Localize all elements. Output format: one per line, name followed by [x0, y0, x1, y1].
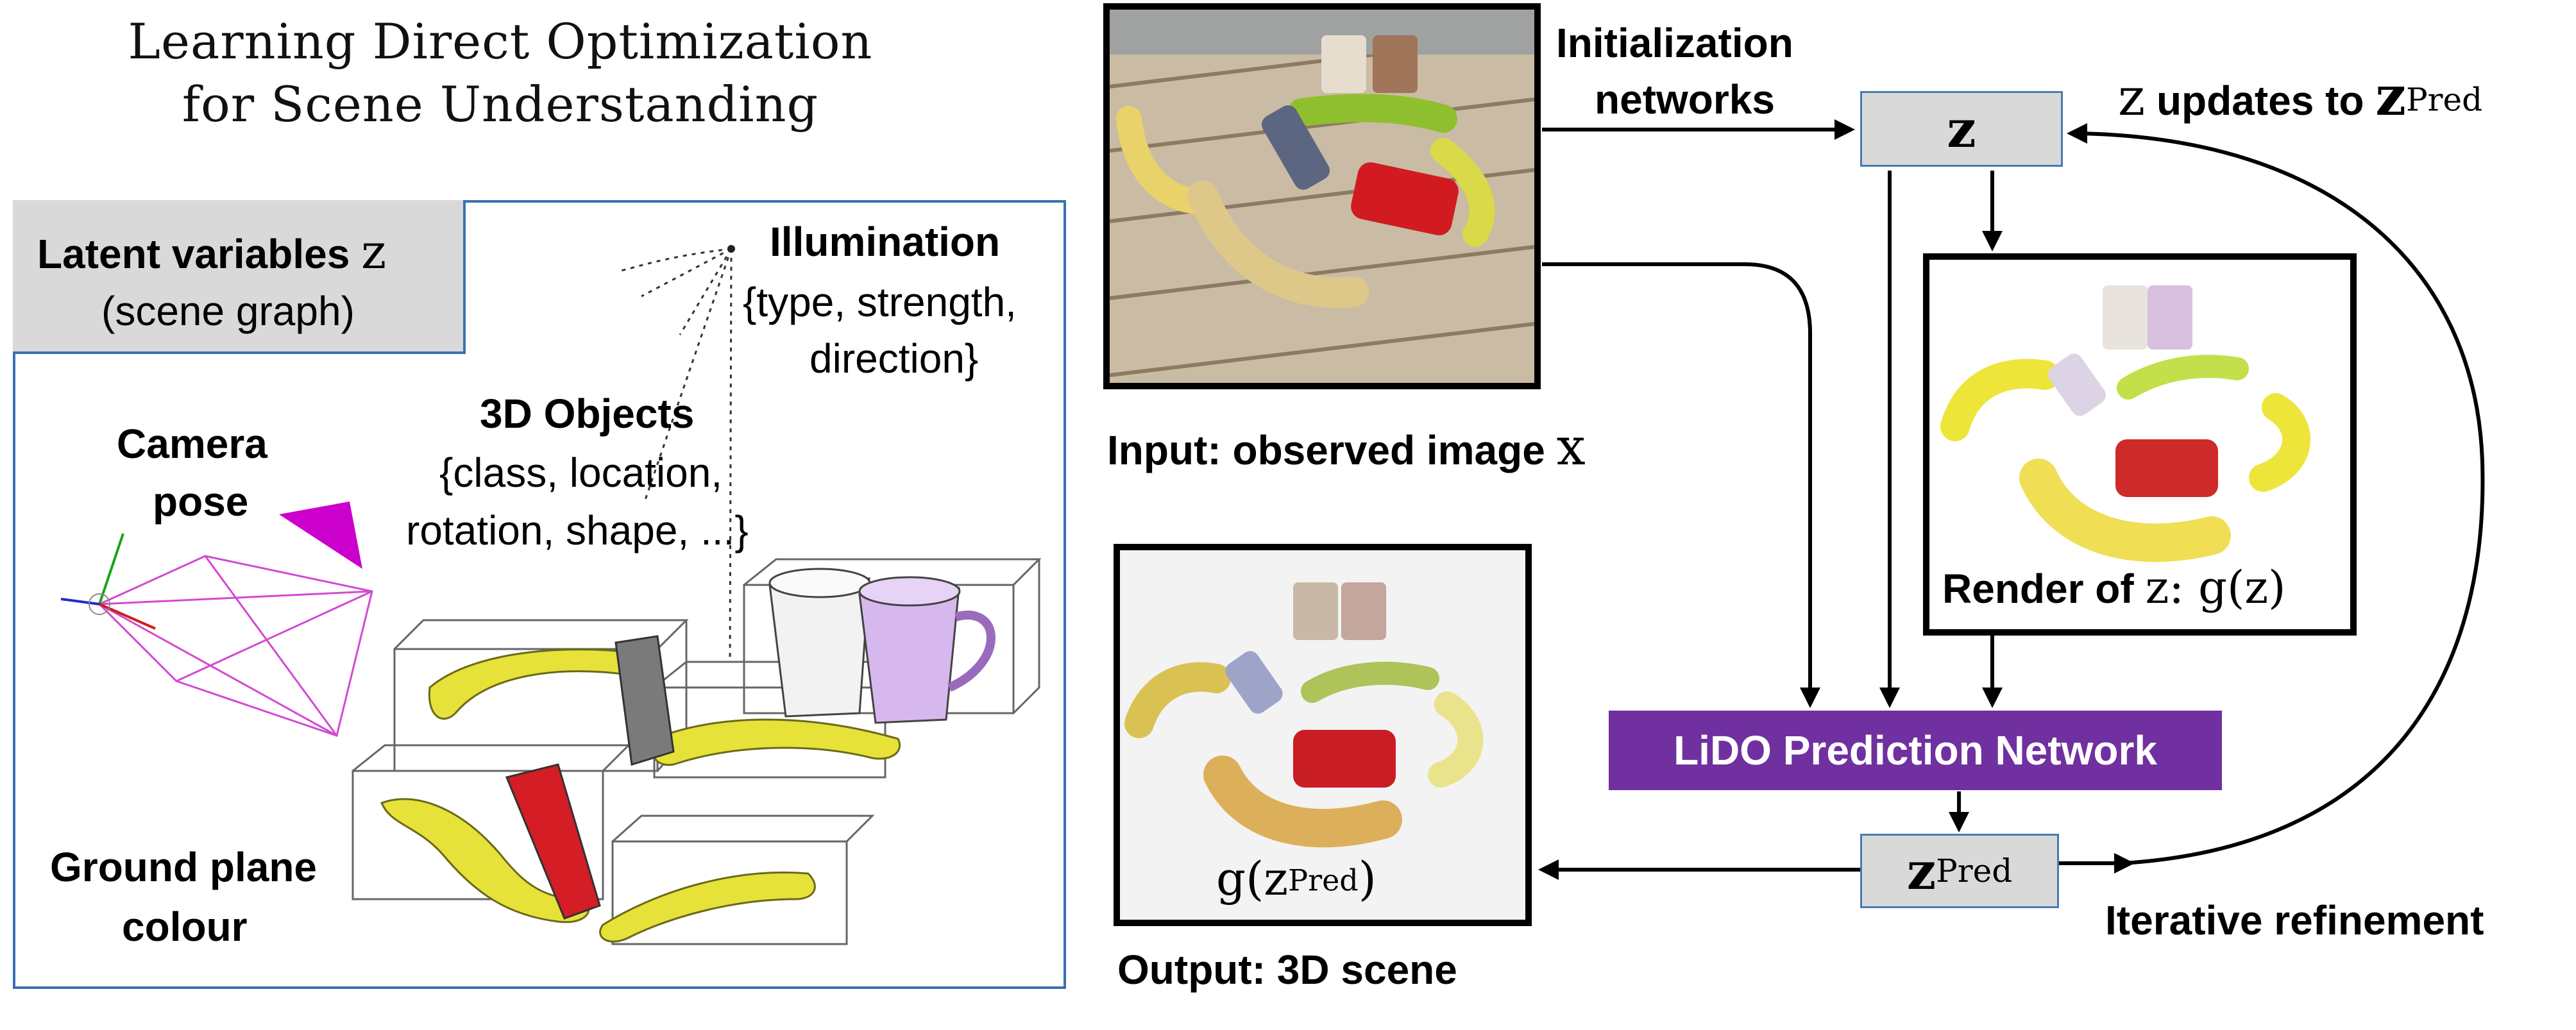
output-render-art [1120, 550, 1525, 852]
init-networks-label-1: Initialization [1556, 20, 1793, 66]
input-label-text: Input: observed image [1107, 427, 1557, 473]
illumination-attributes-2: direction} [809, 335, 979, 382]
objects-attributes-1: {class, location, [439, 450, 723, 496]
camera-axes [60, 533, 156, 630]
z-updates-label: z updates to zPred [2118, 64, 2482, 128]
z-updates-symbol: z [2375, 64, 2406, 128]
output-caption-math: g(z [1216, 852, 1289, 906]
camera-title-2: pose [153, 478, 249, 525]
output-caption: g(zPred) [1216, 852, 1377, 906]
z-updates-prefix: z [2118, 67, 2146, 127]
input-label: Input: observed image x [1107, 417, 1586, 477]
title-line-1: Learning Direct Optimization [128, 13, 873, 70]
render-art [1929, 260, 2350, 568]
z-updates-superscript: Pred [2405, 81, 2483, 119]
z-label: z [1947, 99, 1976, 159]
zpred-superscript: Pred [1936, 852, 2013, 890]
latent-variables-label: Latent variables [37, 231, 362, 277]
iterative-refinement-label: Iterative refinement [2105, 897, 2484, 943]
arrow-heads [1538, 119, 2135, 880]
illumination-title: Illumination [770, 219, 1001, 265]
illumination-rays [618, 248, 733, 663]
camera-pose-marker [279, 502, 362, 569]
output-3d-scene: g(zPred) [1114, 544, 1532, 926]
output-caption-close: ) [1358, 852, 1377, 906]
input-observed-image [1103, 3, 1541, 389]
latent-variables-subtitle: (scene graph) [101, 288, 355, 334]
objects-attributes-2: rotation, shape, ...} [406, 507, 749, 553]
title-line-2: for Scene Understanding [182, 76, 819, 133]
camera-title-1: Camera [117, 421, 267, 467]
output-label: Output: 3D scene [1117, 947, 1457, 993]
ground-plane-title-2: colour [122, 904, 248, 950]
render-label-text: Render of [1942, 566, 2146, 612]
scene-wireframe-illustration [60, 245, 1042, 945]
render-caption: Render of z: g(z) [1942, 561, 2286, 614]
zpred-symbol: z [1906, 841, 1936, 901]
latent-variables-box [13, 200, 466, 354]
input-label-symbol: x [1556, 417, 1586, 477]
arrow-refinement-loop [2078, 131, 2485, 865]
objects-title: 3D Objects [480, 391, 695, 437]
render-label-math: z: g(z) [2145, 561, 2286, 614]
latent-variables-symbol: z [361, 224, 387, 280]
render-of-z-panel: Render of z: g(z) [1923, 253, 2357, 636]
output-caption-superscript: Pred [1288, 863, 1359, 898]
lido-prediction-network: LiDO Prediction Network [1609, 711, 2222, 790]
input-photo-art [1110, 10, 1534, 383]
z-latent-box: z [1860, 91, 2063, 167]
ground-plane-title-1: Ground plane [50, 844, 317, 890]
wireframe-staplers [505, 635, 675, 920]
init-networks-label-2: networks [1595, 76, 1775, 122]
illumination-attributes-1: {type, strength, [743, 279, 1017, 325]
wireframe-mugs [768, 568, 996, 724]
latent-variables-title: Latent variables z [37, 224, 386, 280]
light-source-marker [727, 245, 735, 253]
arrow-input-to-lido [1542, 262, 1812, 700]
z-updates-text: updates to [2145, 78, 2376, 124]
camera-frustum [97, 555, 373, 737]
